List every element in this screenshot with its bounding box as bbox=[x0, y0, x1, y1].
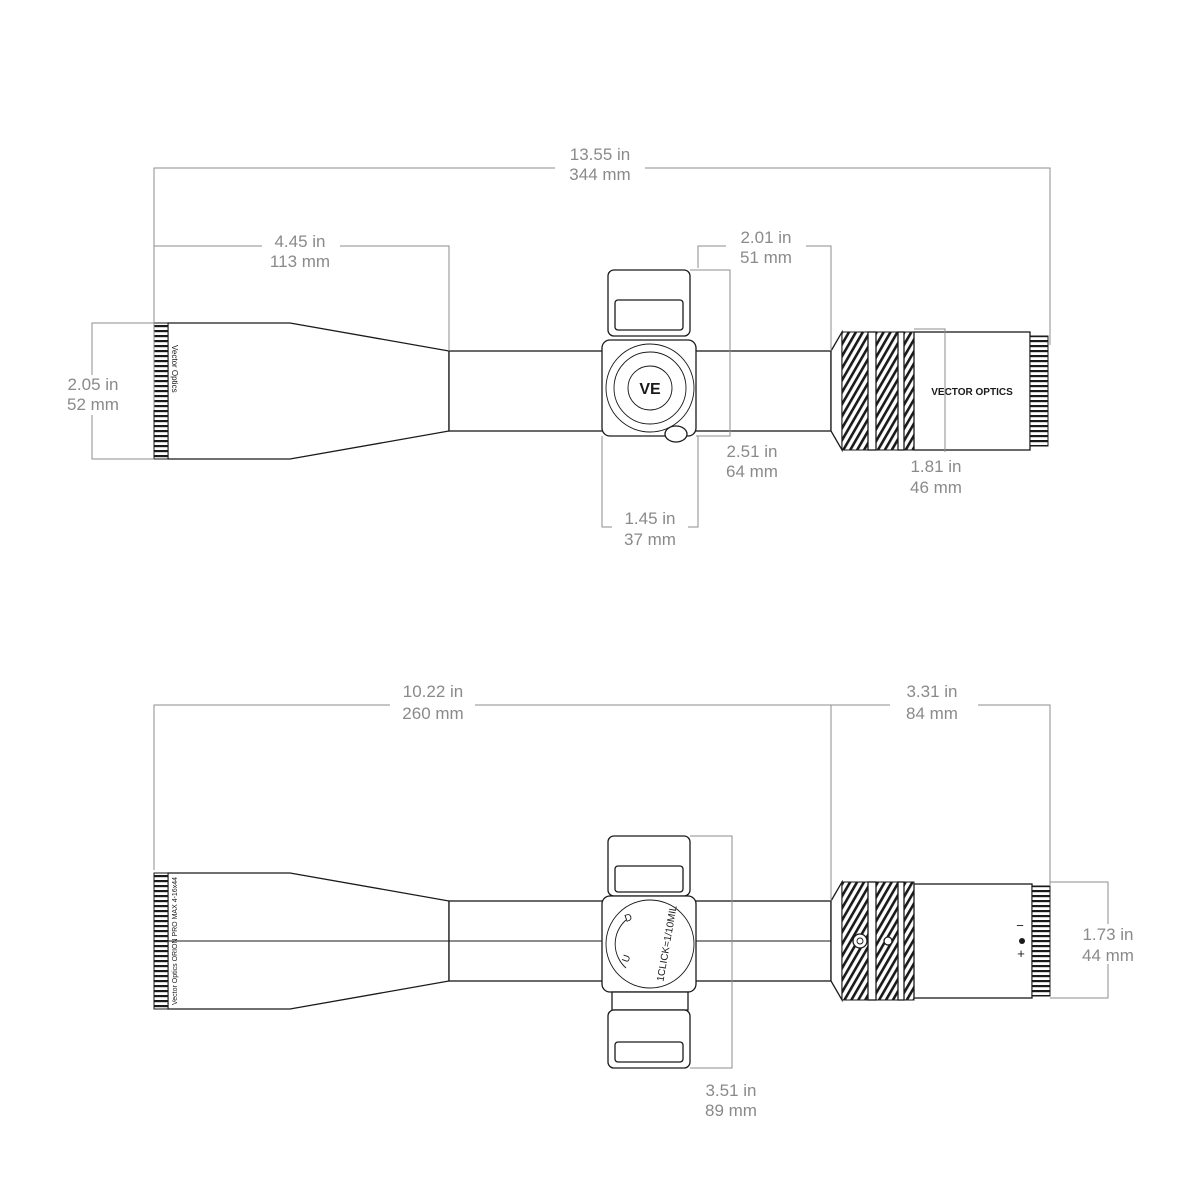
length-to-ocular-mm: 260 mm bbox=[402, 704, 463, 723]
objective-ring-knurl bbox=[153, 322, 169, 460]
ocular-length-in: 3.31 in bbox=[906, 682, 957, 701]
objective-bell-length-mm: 113 mm bbox=[270, 252, 330, 271]
turret-span-mm: 89 mm bbox=[705, 1101, 757, 1120]
side-diopter-ring bbox=[1031, 885, 1051, 997]
top-turret: VE bbox=[601, 269, 697, 443]
objective-bell-length-in: 4.45 in bbox=[274, 232, 325, 251]
overall-length-in: 13.55 in bbox=[570, 145, 631, 164]
eyepiece-brand: VECTOR OPTICS bbox=[931, 387, 1013, 398]
ocular-length-mm: 84 mm bbox=[906, 704, 958, 723]
turret-width-mm: 37 mm bbox=[624, 530, 676, 549]
turret-height-mm: 64 mm bbox=[726, 462, 778, 481]
turret-direction-label: D bbox=[623, 912, 634, 925]
windage-band bbox=[611, 991, 689, 1011]
ocular-taper bbox=[830, 329, 843, 453]
top-scope-body: Vector Optics VECTOR OPTICS bbox=[153, 322, 1049, 460]
ocular-section-length-in: 2.01 in bbox=[740, 228, 791, 247]
side-eyepiece-body bbox=[913, 883, 1033, 999]
eyepiece-diameter-mm: 46 mm bbox=[910, 478, 962, 497]
turret-up-label: U bbox=[620, 953, 633, 964]
turret-span-in: 3.51 in bbox=[705, 1081, 756, 1100]
parallax-knob bbox=[664, 425, 688, 443]
length-to-ocular-in: 10.22 in bbox=[403, 682, 464, 701]
eyepiece-diameter-in: 1.81 in bbox=[910, 457, 961, 476]
side-scope-body: Vector Optics ORION PRO MAX 4-16x44 − + bbox=[153, 872, 1051, 1010]
objective-diameter-mm: 52 mm bbox=[67, 395, 119, 414]
turret-height-in: 2.51 in bbox=[726, 442, 777, 461]
side-turret-saddle bbox=[601, 895, 697, 993]
diopter-ring bbox=[1029, 335, 1049, 447]
side-eyepiece-diameter-mm: 44 mm bbox=[1082, 946, 1134, 965]
side-dimensions: 10.22 in 260 mm 3.31 in 84 mm 1.73 in 44… bbox=[153, 682, 1134, 1120]
top-dimensions: 13.55 in 344 mm 4.45 in 113 mm 2.05 in 5… bbox=[67, 145, 1051, 549]
top-view: Vector Optics VECTOR OPTICS VE bbox=[67, 145, 1051, 549]
turret-width-in: 1.45 in bbox=[624, 509, 675, 528]
illumination-button bbox=[852, 933, 868, 949]
objective-bell bbox=[167, 322, 450, 460]
objective-ring-text: Vector Optics bbox=[170, 345, 179, 393]
side-turret: U D 1CLICK=1/10MIL bbox=[601, 835, 697, 1069]
eyepiece-body bbox=[913, 331, 1031, 451]
diopter-plus: + bbox=[1017, 946, 1025, 961]
turret-logo: VE bbox=[639, 381, 661, 398]
overall-length-mm: 344 mm bbox=[569, 165, 630, 184]
ocular-section-length-mm: 51 mm bbox=[740, 248, 792, 267]
side-view: Vector Optics ORION PRO MAX 4-16x44 − + bbox=[153, 682, 1134, 1120]
objective-diameter-in: 2.05 in bbox=[67, 375, 118, 394]
diopter-minus: − bbox=[1016, 918, 1024, 933]
turret-saddle bbox=[601, 339, 697, 437]
side-eyepiece-diameter-in: 1.73 in bbox=[1082, 925, 1133, 944]
